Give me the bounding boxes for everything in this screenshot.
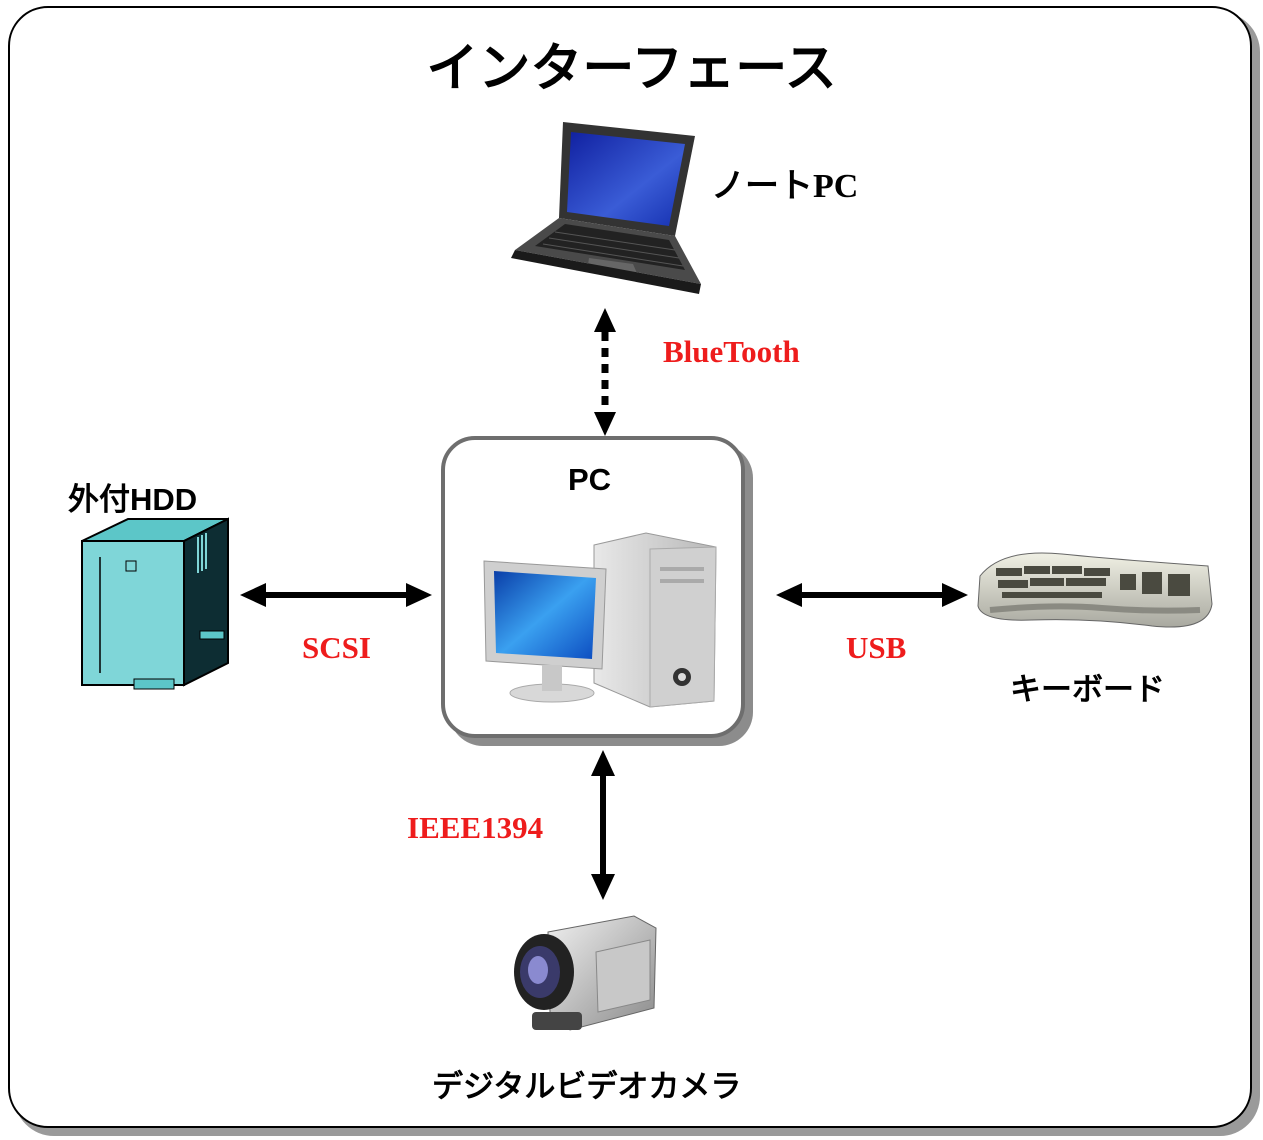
- pc-label: PC: [568, 462, 612, 497]
- external-hdd-icon: [81, 517, 229, 690]
- usb-connection-arrow: [776, 583, 968, 607]
- laptop-label: ノートPC: [711, 168, 859, 205]
- camcorder-icon: [514, 915, 657, 1031]
- camcorder-label: デジタルビデオカメラ: [432, 1069, 742, 1104]
- bluetooth-connection-arrow: [594, 308, 616, 436]
- diagram-title: インターフェース: [426, 39, 837, 99]
- external-hdd-label: 外付HDD: [68, 482, 198, 517]
- scsi-label: SCSI: [302, 630, 371, 665]
- desktop-pc-icon: [483, 532, 717, 708]
- ieee1394-label: IEEE1394: [407, 810, 544, 845]
- bluetooth-label: BlueTooth: [663, 334, 800, 369]
- laptop-icon: [511, 122, 701, 294]
- usb-label: USB: [846, 630, 907, 665]
- scsi-connection-arrow: [240, 583, 432, 607]
- keyboard-icon: [977, 552, 1213, 628]
- keyboard-label: キーボード: [1010, 672, 1165, 707]
- ieee1394-connection-arrow: [591, 750, 615, 900]
